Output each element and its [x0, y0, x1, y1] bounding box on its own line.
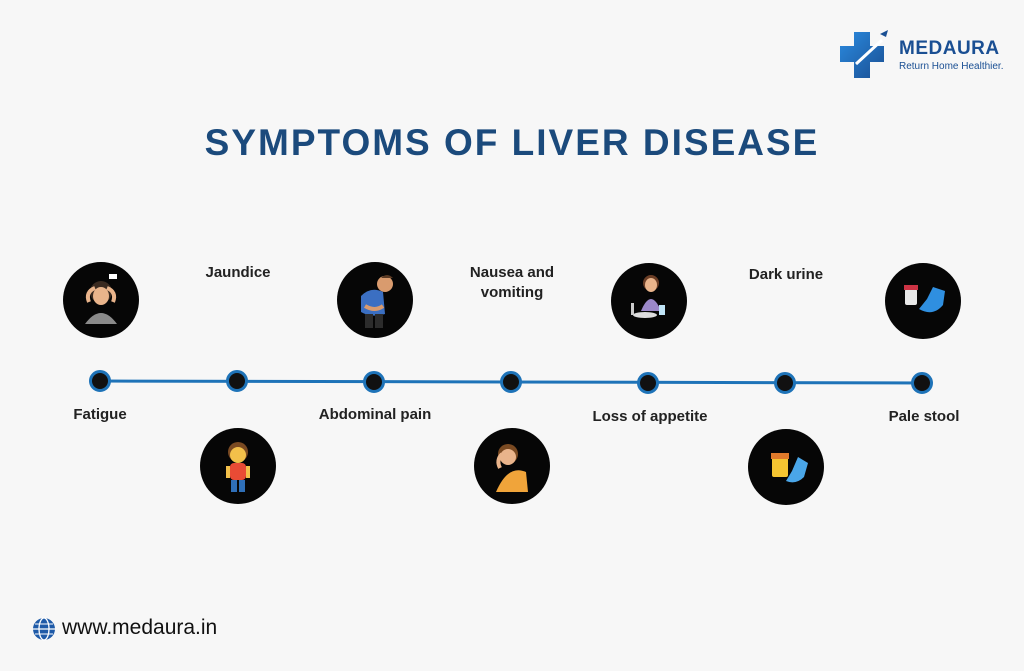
website-link[interactable]: www.medaura.in	[62, 616, 218, 639]
timeline-node-abdominal-pain	[363, 371, 385, 393]
medical-cross-logo-icon	[840, 30, 888, 78]
loss-of-appetite-icon	[611, 263, 687, 339]
medaura-logo: MEDAURA Return Home Healthier.	[836, 26, 1006, 86]
label-abdominal-pain: Abdominal pain	[318, 406, 432, 423]
label-loss-of-appetite: Loss of appetite	[592, 408, 708, 425]
label-jaundice: Jaundice	[205, 264, 271, 281]
timeline-node-fatigue	[89, 370, 111, 392]
timeline-node-nausea-vomiting	[500, 371, 522, 393]
globe-icon	[33, 617, 55, 641]
dark-urine-icon	[748, 429, 824, 505]
label-dark-urine: Dark urine	[748, 266, 824, 283]
label-fatigue: Fatigue	[73, 406, 127, 423]
jaundice-icon	[200, 428, 276, 504]
timeline-node-dark-urine	[774, 372, 796, 394]
brand-tagline: Return Home Healthier.	[899, 61, 1004, 72]
timeline-node-loss-of-appetite	[637, 372, 659, 394]
fatigue-icon	[63, 262, 139, 338]
timeline-node-jaundice	[226, 370, 248, 392]
brand-name: MEDAURA	[899, 38, 1000, 59]
pale-stool-icon	[885, 263, 961, 339]
timeline-node-pale-stool	[911, 372, 933, 394]
abdominal-pain-icon	[337, 262, 413, 338]
nausea-vomiting-icon	[474, 428, 550, 504]
label-pale-stool: Pale stool	[888, 408, 960, 425]
label-nausea-vomiting: Nausea and vomiting	[469, 264, 555, 301]
page-title: SYMPTOMS OF LIVER DISEASE	[204, 122, 820, 163]
